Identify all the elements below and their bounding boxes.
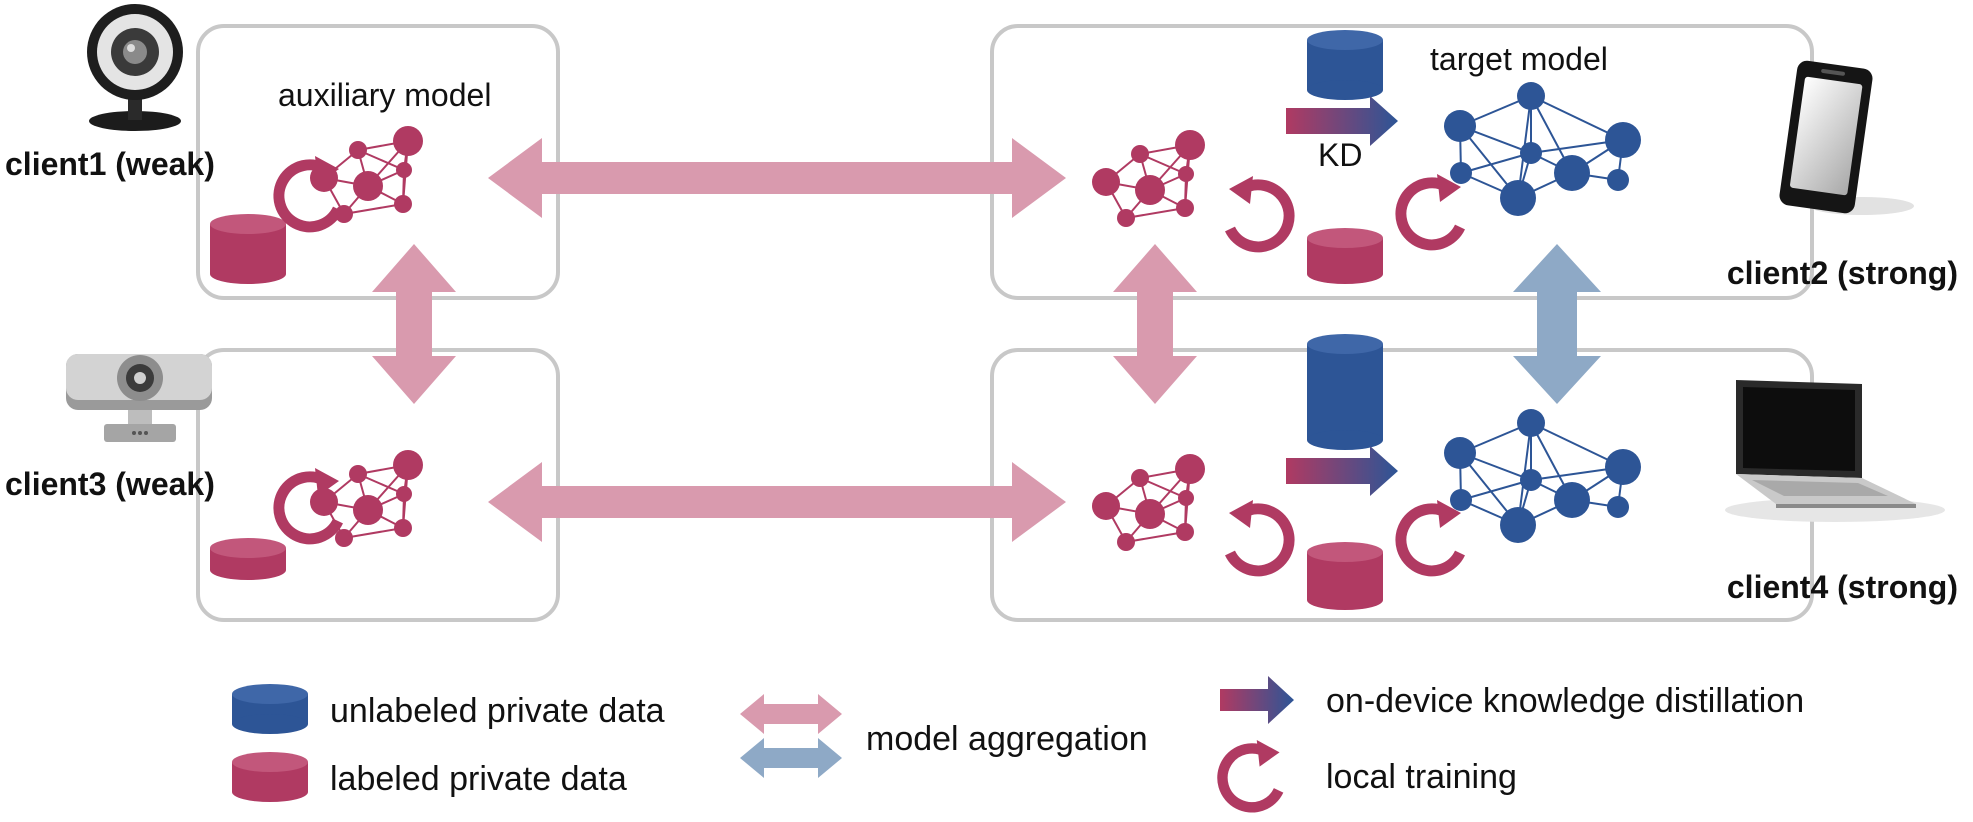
network-icon <box>309 125 424 224</box>
database-icon <box>232 752 308 802</box>
client4-panel <box>990 348 1814 622</box>
refresh-icon <box>1229 176 1289 247</box>
database-icon <box>1307 542 1383 610</box>
arrow-icon <box>488 462 1066 542</box>
legend-unlabeled: unlabeled private data <box>330 692 665 730</box>
legend-aggregation: model aggregation <box>866 720 1148 758</box>
database-icon <box>210 538 286 580</box>
refresh-icon <box>1229 500 1289 571</box>
webcam-icon <box>87 4 183 131</box>
arrow-icon <box>740 738 842 778</box>
arrow-icon <box>1220 676 1294 724</box>
arrow-icon <box>740 694 842 734</box>
client1-contents <box>210 125 424 284</box>
kd-label: KD <box>1318 137 1362 173</box>
arrow-icon <box>1113 244 1197 404</box>
database-icon <box>210 214 286 284</box>
database-icon <box>232 684 308 734</box>
client2-contents <box>1091 30 1642 284</box>
arrow-icon <box>1286 446 1398 496</box>
client4-contents <box>1091 334 1642 610</box>
aggregation-arrows <box>372 138 1601 542</box>
refresh-icon <box>1401 500 1461 571</box>
client3-contents <box>210 449 424 580</box>
arrow-icon <box>488 138 1066 218</box>
legend-local-training: local training <box>1326 758 1517 796</box>
arrow-icon <box>1286 96 1398 146</box>
legend-labeled: labeled private data <box>330 760 627 798</box>
database-icon <box>1307 228 1383 284</box>
network-icon <box>1443 408 1642 544</box>
laptop-icon <box>1725 380 1945 522</box>
client2-panel <box>990 24 1814 300</box>
network-icon <box>1091 129 1206 228</box>
smartphone-icon <box>1779 60 1914 215</box>
database-icon <box>1307 334 1383 450</box>
refresh-icon <box>1401 174 1461 245</box>
client4-label: client4 (strong) <box>1727 569 1958 605</box>
network-icon <box>1091 453 1206 552</box>
client1-label: client1 (weak) <box>5 146 215 182</box>
network-icon <box>1443 81 1642 217</box>
refresh-icon <box>1222 740 1279 807</box>
legend-distillation: on-device knowledge distillation <box>1326 682 1804 720</box>
legend: unlabeled private data labeled private d… <box>232 676 1804 807</box>
arrow-icon <box>1513 244 1601 404</box>
target-model-label: target model <box>1430 41 1608 77</box>
client2-label: client2 (strong) <box>1727 255 1958 291</box>
projector-icon <box>66 354 212 442</box>
client3-label: client3 (weak) <box>5 466 215 502</box>
arrow-icon <box>372 244 456 404</box>
database-icon <box>1307 30 1383 100</box>
client3-panel <box>196 348 560 622</box>
auxiliary-model-label: auxiliary model <box>278 77 491 113</box>
